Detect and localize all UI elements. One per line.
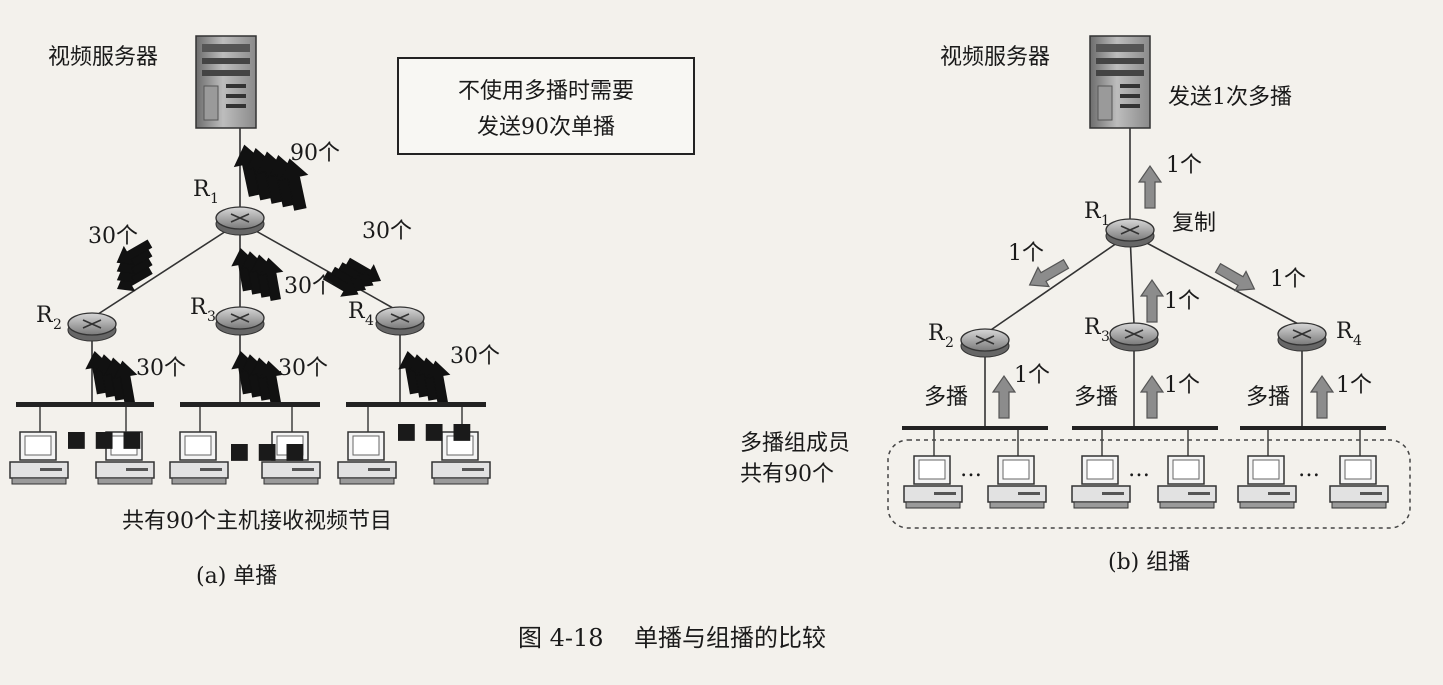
left-host-1 bbox=[9, 431, 69, 485]
left-router-r1 bbox=[215, 206, 265, 236]
left-note-box bbox=[397, 57, 695, 155]
right-r1-sub: 1 bbox=[1101, 213, 1110, 229]
right-router-r1 bbox=[1105, 218, 1155, 248]
left-count-r2: 30个 bbox=[88, 224, 138, 249]
right-multicast-arrow-lan2 bbox=[1140, 375, 1164, 419]
right-video-server-icon bbox=[1089, 35, 1151, 129]
right-panel-multicast: 视频服务器 发送1次多播 1个 R 1 复制 1个 1个 1个 R 2 R 3 bbox=[740, 35, 1411, 575]
right-count-r3: 1个 bbox=[1164, 289, 1200, 314]
left-host-dots-1: ■ ■ ■ bbox=[66, 427, 142, 452]
right-group-label-line1: 多播组成员 bbox=[740, 431, 850, 456]
right-host-1 bbox=[903, 455, 963, 509]
right-r4-sub: 4 bbox=[1353, 333, 1362, 349]
right-r3-sub: 3 bbox=[1101, 329, 1110, 345]
right-multicast-label-3: 多播 bbox=[1246, 385, 1290, 410]
right-lan-buses bbox=[902, 426, 1386, 456]
left-host-5 bbox=[337, 431, 397, 485]
left-host-dots-3: ■ ■ ■ bbox=[396, 419, 472, 444]
right-count-lan1: 1个 bbox=[1014, 363, 1050, 388]
right-count-top: 1个 bbox=[1166, 153, 1202, 178]
left-r4-letter: R bbox=[348, 299, 366, 324]
right-r4-letter: R bbox=[1336, 319, 1354, 344]
right-count-r4: 1个 bbox=[1270, 267, 1306, 292]
right-count-lan2: 1个 bbox=[1164, 373, 1200, 398]
right-host-dots-3: … bbox=[1298, 457, 1320, 482]
right-multicast-label-1: 多播 bbox=[924, 385, 968, 410]
left-count-r4: 30个 bbox=[362, 219, 412, 244]
left-note-line1: 不使用多播时需要 bbox=[458, 79, 634, 104]
left-router-r2 bbox=[67, 312, 117, 342]
right-r3-letter: R bbox=[1084, 315, 1102, 340]
left-router-r4 bbox=[375, 306, 425, 336]
left-router-r3 bbox=[215, 306, 265, 336]
left-count-top: 90个 bbox=[290, 141, 340, 166]
right-caption: (b) 组播 bbox=[1108, 550, 1190, 575]
left-r2-sub: 2 bbox=[53, 317, 62, 333]
left-note-line2: 发送90次单播 bbox=[477, 115, 615, 140]
left-host-dots-2: ■ ■ ■ bbox=[229, 439, 305, 464]
right-host-4 bbox=[1157, 455, 1217, 509]
left-lan-buses bbox=[16, 402, 486, 432]
right-multicast-arrow-lan3 bbox=[1310, 375, 1334, 419]
left-r3-sub: 3 bbox=[207, 309, 216, 325]
right-links bbox=[984, 128, 1303, 428]
right-r1-letter: R bbox=[1084, 199, 1102, 224]
right-host-3 bbox=[1071, 455, 1131, 509]
right-group-label-line2: 共有90个 bbox=[740, 462, 834, 487]
left-count-r3: 30个 bbox=[284, 274, 334, 299]
multicast-group-boundary bbox=[887, 439, 1411, 529]
right-host-5 bbox=[1237, 455, 1297, 509]
right-copy-label: 复制 bbox=[1172, 211, 1216, 236]
left-unicast-arrows-lan3 bbox=[397, 345, 454, 409]
right-host-6 bbox=[1329, 455, 1389, 509]
left-hosts-label: 共有90个主机接收视频节目 bbox=[122, 509, 392, 534]
left-video-server-icon bbox=[195, 35, 257, 129]
right-count-r2: 1个 bbox=[1008, 241, 1044, 266]
left-count-lan1: 30个 bbox=[136, 356, 186, 381]
right-router-r4 bbox=[1277, 322, 1327, 352]
left-count-lan2: 30个 bbox=[278, 356, 328, 381]
left-caption: (a) 单播 bbox=[196, 564, 277, 589]
right-multicast-arrow-top bbox=[1138, 165, 1162, 209]
right-count-lan3: 1个 bbox=[1336, 373, 1372, 398]
left-unicast-arrows-r3 bbox=[230, 242, 287, 306]
right-router-r3 bbox=[1109, 322, 1159, 352]
right-r2-letter: R bbox=[928, 321, 946, 346]
left-r1-letter: R bbox=[193, 177, 211, 202]
right-r2-sub: 2 bbox=[945, 335, 954, 351]
left-host-3 bbox=[169, 431, 229, 485]
right-multicast-arrow-lan1 bbox=[992, 375, 1016, 419]
left-server-label: 视频服务器 bbox=[48, 45, 158, 70]
right-multicast-label-2: 多播 bbox=[1074, 385, 1118, 410]
right-server-label: 视频服务器 bbox=[940, 45, 1050, 70]
right-multicast-arrow-r3 bbox=[1140, 279, 1164, 323]
left-r4-sub: 4 bbox=[365, 313, 374, 329]
right-host-dots-1: … bbox=[960, 457, 982, 482]
left-r3-letter: R bbox=[190, 295, 208, 320]
right-multicast-arrow-r4 bbox=[1211, 257, 1261, 300]
left-panel-unicast: 视频服务器 不使用多播时需要 发送90次单播 90个 R 1 30个 30个 3… bbox=[9, 35, 695, 589]
left-count-lan3: 30个 bbox=[450, 344, 500, 369]
right-host-2 bbox=[987, 455, 1047, 509]
right-router-r2 bbox=[960, 328, 1010, 358]
right-host-dots-2: … bbox=[1128, 457, 1150, 482]
left-r2-letter: R bbox=[36, 303, 54, 328]
right-send-once-label: 发送1次多播 bbox=[1168, 85, 1292, 110]
left-r1-sub: 1 bbox=[210, 191, 219, 207]
figure-caption: 图 4-18 单播与组播的比较 bbox=[518, 624, 826, 652]
